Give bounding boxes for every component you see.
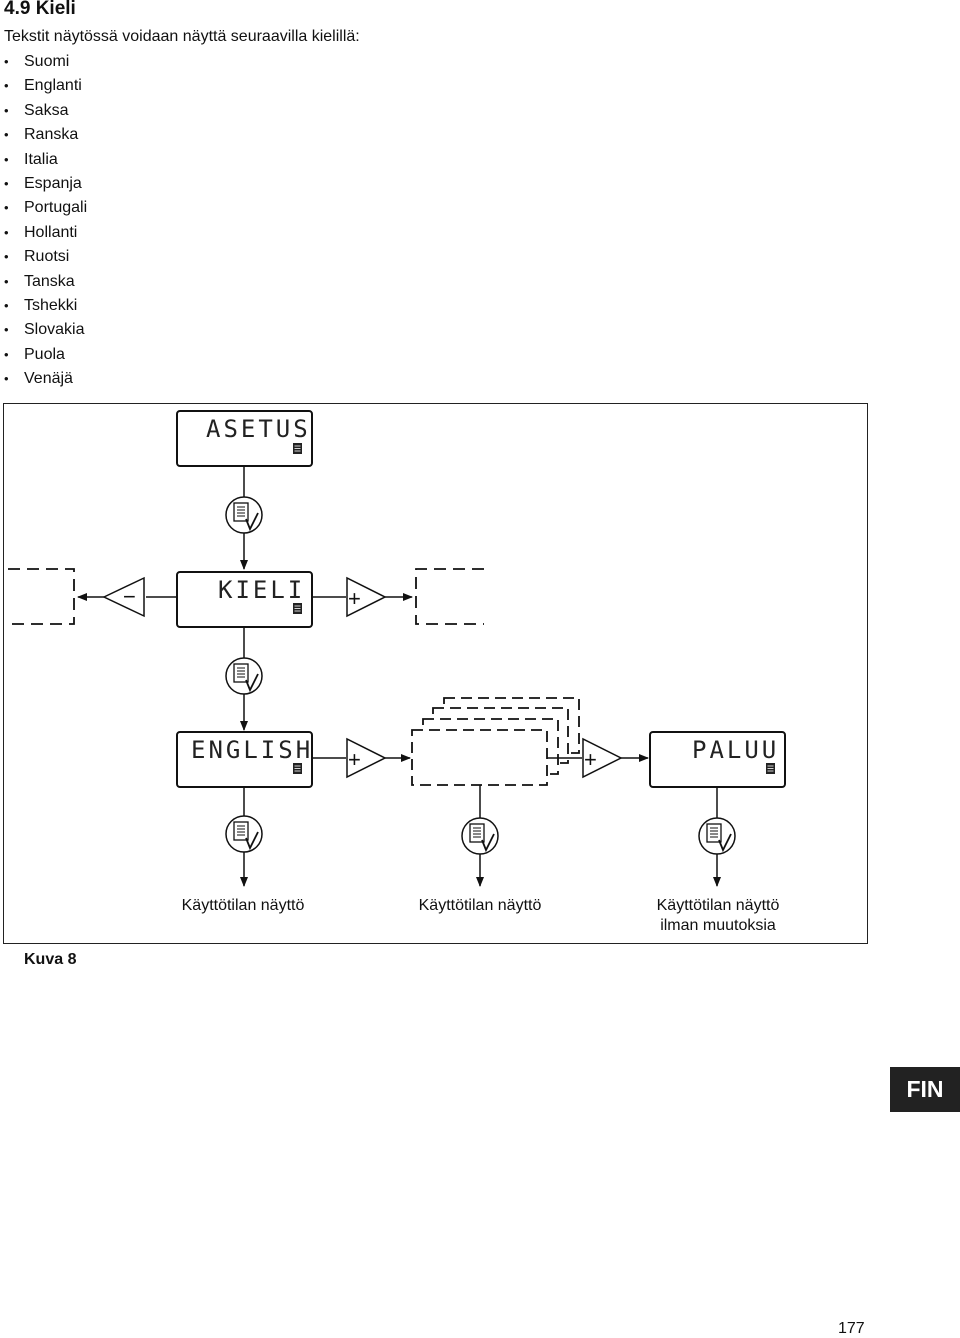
section-heading: 4.9 Kieli bbox=[4, 0, 76, 19]
lcd-text-english: ENGLISH bbox=[191, 736, 313, 764]
language-item: Suomi bbox=[4, 52, 87, 76]
language-list: Suomi Englanti Saksa Ranska Italia Espan… bbox=[4, 52, 87, 393]
plus-symbol: + bbox=[348, 586, 361, 611]
language-item: Tshekki bbox=[4, 296, 87, 320]
flow-diagram: ASETUS KIELI − + ENGLISH + bbox=[8, 410, 786, 887]
caption-right-line1: Käyttötilan näyttö bbox=[656, 897, 780, 914]
minus-button-icon: − bbox=[102, 576, 145, 618]
menu-icon bbox=[292, 602, 303, 615]
language-item: Hollanti bbox=[4, 223, 87, 247]
enter-button-icon bbox=[225, 657, 263, 695]
language-item: Venäjä bbox=[4, 369, 87, 393]
lcd-text-kieli: KIELI bbox=[218, 576, 305, 604]
language-item: Englanti bbox=[4, 76, 87, 100]
menu-icon bbox=[292, 442, 303, 455]
lcd-screen-kieli: KIELI bbox=[176, 571, 313, 628]
language-item: Ruotsi bbox=[4, 247, 87, 271]
language-tab: FIN bbox=[890, 1067, 960, 1112]
language-item: Tanska bbox=[4, 272, 87, 296]
enter-button-icon bbox=[698, 817, 736, 855]
lcd-screen-english: ENGLISH bbox=[176, 731, 313, 788]
language-item: Puola bbox=[4, 345, 87, 369]
plus-button-icon: + bbox=[346, 737, 387, 779]
caption-right-line2: ilman muutoksia bbox=[660, 917, 776, 934]
plus-button-icon: + bbox=[346, 576, 387, 618]
language-item: Portugali bbox=[4, 198, 87, 222]
lcd-screen-asetus: ASETUS bbox=[176, 410, 313, 467]
dashed-screen bbox=[415, 568, 484, 625]
language-item: Espanja bbox=[4, 174, 87, 198]
figure-label: Kuva 8 bbox=[24, 951, 77, 968]
dashed-screen bbox=[8, 568, 75, 625]
language-item: Italia bbox=[4, 150, 87, 174]
intro-text: Tekstit näytössä voidaan näyttä seuraavi… bbox=[4, 28, 360, 45]
page-number: 177 bbox=[838, 1320, 865, 1337]
language-item: Slovakia bbox=[4, 320, 87, 344]
stacked-dashed-screens bbox=[411, 697, 580, 786]
plus-button-icon: + bbox=[582, 737, 623, 779]
lcd-text-asetus: ASETUS bbox=[206, 415, 311, 443]
lcd-screen-paluu: PALUU bbox=[649, 731, 786, 788]
caption-left: Käyttötilan näyttö bbox=[181, 897, 305, 914]
enter-button-icon bbox=[225, 496, 263, 534]
minus-symbol: − bbox=[123, 584, 136, 609]
enter-button-icon bbox=[461, 817, 499, 855]
caption-right: Käyttötilan näyttö ilman muutoksia bbox=[608, 896, 828, 936]
caption-middle: Käyttötilan näyttö bbox=[418, 897, 542, 914]
enter-button-icon bbox=[225, 815, 263, 853]
menu-icon bbox=[292, 762, 303, 775]
lcd-text-paluu: PALUU bbox=[692, 736, 779, 764]
language-item: Saksa bbox=[4, 101, 87, 125]
plus-symbol: + bbox=[348, 747, 361, 772]
menu-icon bbox=[765, 762, 776, 775]
plus-symbol: + bbox=[584, 747, 597, 772]
figure-frame bbox=[3, 403, 868, 944]
language-item: Ranska bbox=[4, 125, 87, 149]
